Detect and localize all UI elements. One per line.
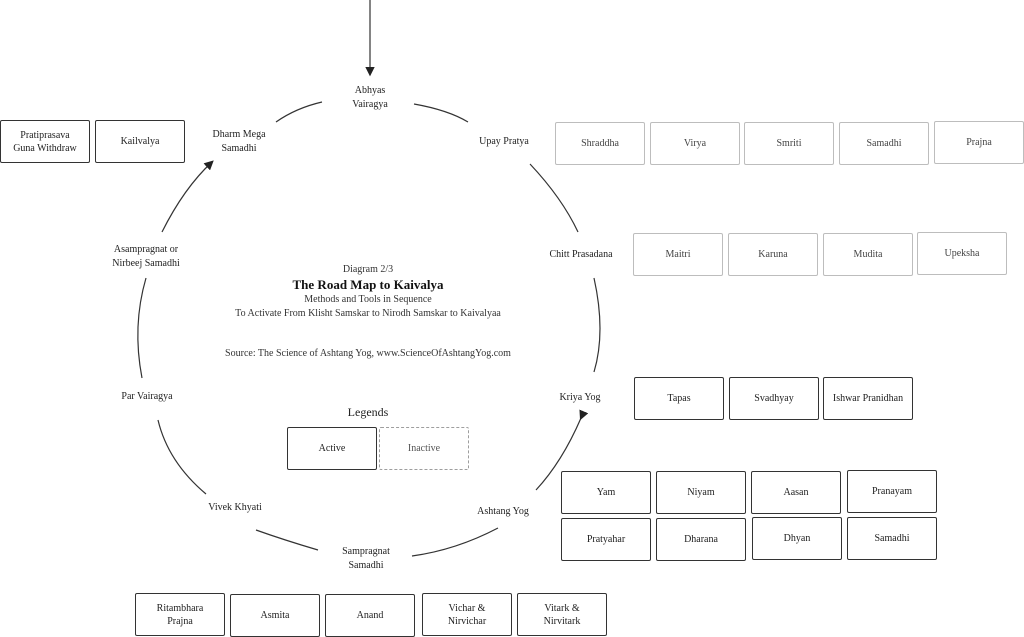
arc-sampragnat-vivek [255,529,319,551]
box-vichar-nirvichar: Vichar & Nirvichar [422,593,512,636]
diagram-label: Diagram 2/3 [342,264,394,275]
node-par-vairagya: Par Vairagya [121,391,173,402]
arc-upay-chitt [529,163,579,233]
arc-abhyas-upay [413,103,469,123]
node-chitt-prasadana: Chitt Prasadana [549,249,613,260]
box-upeksha: Upeksha [917,232,1007,275]
box-pratyahar: Pratyahar [561,518,651,561]
box-shraddha: Shraddha [555,122,645,165]
box-mudita: Mudita [823,233,913,276]
box-ishwar-pranidhan: Ishwar Pranidhan [823,377,913,420]
box-pranayam: Pranayam [847,470,937,513]
box-pratiprasava: Pratiprasava Guna Withdraw [0,120,90,163]
arc-kriya-ashtang [535,409,589,491]
arc-asampragnat-dharm [161,160,214,233]
node-dharm-mega-samadhi: Dharm Mega Samadhi [212,129,266,154]
box-samadhi-ashtang: Samadhi [847,517,937,560]
node-ashtang-yog: Ashtang Yog [477,506,529,517]
diagram-subtitle-2: To Activate From Klisht Samskar to Nirod… [235,308,501,319]
legend-title: Legends [347,405,389,419]
legend-inactive: Inactive [379,427,469,470]
node-vivek-khyati: Vivek Khyati [208,502,262,513]
box-maitri: Maitri [633,233,723,276]
node-kriya-yog: Kriya Yog [559,392,601,403]
arc-dharm-abhyas [275,101,323,123]
box-tapas: Tapas [634,377,724,420]
node-upay-pratya: Upay Pratya [479,136,529,147]
box-aasan: Aasan [751,471,841,514]
arc-ashtang-sampragnat [411,527,499,557]
node-asampragnat-samadhi: Asampragnat or Nirbeej Samadhi [112,244,180,269]
diagram-title: The Road Map to Kaivalya [292,277,444,292]
diagram-subtitle-1: Methods and Tools in Sequence [304,294,432,305]
box-asmita: Asmita [230,594,320,637]
box-karuna: Karuna [728,233,818,276]
box-ritambhara-prajna: Ritambhara Prajna [135,593,225,636]
diagram-source: Source: The Science of Ashtang Yog, www.… [225,348,511,359]
box-virya: Virya [650,122,740,165]
box-dharana: Dharana [656,518,746,561]
box-smriti: Smriti [744,122,834,165]
legend-active: Active [287,427,377,470]
arc-par-asampragnat [137,277,147,379]
box-niyam: Niyam [656,471,746,514]
box-prajna: Prajna [934,121,1024,164]
node-abhyas-vairagya: Abhyas Vairagya [352,85,388,110]
arc-vivek-par [157,419,207,495]
box-anand: Anand [325,594,415,637]
box-dhyan: Dhyan [752,517,842,560]
arc-chitt-kriya [593,277,601,373]
box-samadhi-upay: Samadhi [839,122,929,165]
node-sampragnat-samadhi: Sampragnat Samadhi [342,546,390,571]
box-svadhyay: Svadhyay [729,377,819,420]
box-yam: Yam [561,471,651,514]
box-vitark-nirvitark: Vitark & Nirvitark [517,593,607,636]
box-kailvalya: Kailvalya [95,120,185,163]
